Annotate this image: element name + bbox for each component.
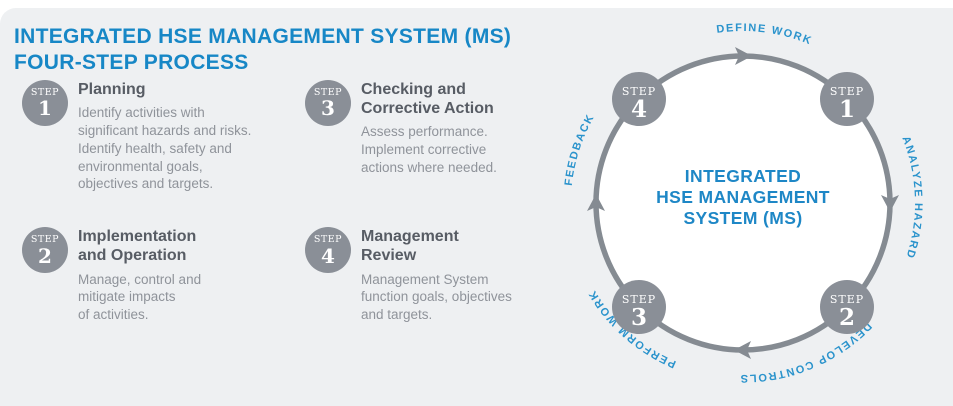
step-1-text: Planning Identify activities with signif… — [78, 80, 278, 193]
step-4-badge: STEP 4 — [305, 227, 351, 274]
step-1-body: Identify activities with significant haz… — [78, 105, 252, 192]
cycle-badge-label: STEP — [830, 293, 864, 306]
step-badge-number: 4 — [321, 243, 335, 268]
step-badge-label: STEP — [313, 86, 343, 98]
arrow-right-icon — [881, 195, 899, 212]
cycle-step-1-badge: STEP 1 — [820, 72, 874, 126]
step-2-text: Implementation and Operation Manage, con… — [78, 227, 278, 324]
step-4-heading: Management Review — [361, 228, 459, 265]
cycle-badge-number: 4 — [631, 96, 647, 123]
step-3-text: Checking and Corrective Action Assess pe… — [361, 80, 561, 177]
cycle-badge-number: 3 — [631, 304, 647, 331]
cycle-step-3-badge: STEP 3 — [612, 280, 666, 334]
ring-label-analyze-hazard: ANALYZE HAZARD — [899, 135, 924, 261]
step-1-heading: Planning — [78, 81, 146, 98]
ring-label-feedback: FEEDBACK — [563, 112, 597, 187]
step-block-2: STEP 2 Implementation and Operation Mana… — [22, 227, 305, 324]
cycle-badge-label: STEP — [830, 85, 864, 98]
cycle-center-caption: INTEGRATED HSE MANAGEMENT SYSTEM (MS) — [656, 166, 830, 228]
step-3-body: Assess performance. Implement corrective… — [361, 124, 497, 175]
arrow-bottom-icon — [734, 341, 751, 359]
cycle-badge-label: STEP — [622, 85, 656, 98]
step-2-badge: STEP 2 — [22, 227, 68, 274]
step-2-body: Manage, control and mitigate impacts of … — [78, 271, 202, 323]
steps-list: STEP 1 Planning Identify activities with… — [22, 80, 562, 324]
center-caption-line2: HSE MANAGEMENT — [656, 187, 830, 207]
step-3-badge: STEP 3 — [305, 80, 351, 126]
step-badge-number: 1 — [38, 96, 52, 121]
page-title: INTEGRATED HSE MANAGEMENT SYSTEM (MS) FO… — [14, 25, 512, 74]
cycle-step-4-badge: STEP 4 — [612, 72, 666, 126]
cycle-diagram: FEEDBACK DEFINE WORK ANALYZE HAZARD DEVE… — [563, 22, 924, 384]
step-4-body: Management System function goals, object… — [361, 271, 512, 323]
step-block-3: STEP 3 Checking and Corrective Action As… — [305, 80, 588, 193]
step-badge-number: 2 — [38, 243, 52, 268]
step-1-badge: STEP 1 — [22, 80, 68, 126]
step-4-text: Management Review Management System func… — [361, 227, 561, 324]
step-badge-label: STEP — [30, 86, 60, 98]
step-block-1: STEP 1 Planning Identify activities with… — [22, 80, 305, 193]
ring-label-define-work: DEFINE WORK — [716, 22, 814, 48]
step-3-heading: Checking and Corrective Action — [361, 81, 494, 118]
step-block-4: STEP 4 Management Review Management Syst… — [305, 227, 588, 324]
step-2-heading: Implementation and Operation — [78, 228, 197, 265]
cycle-badge-number: 1 — [839, 96, 855, 123]
cycle-badge-label: STEP — [622, 293, 656, 306]
step-badge-number: 3 — [321, 96, 335, 121]
step-badge-label: STEP — [30, 234, 60, 245]
cycle-badge-number: 2 — [839, 304, 855, 331]
arrow-left-icon — [587, 194, 605, 211]
step-badge-label: STEP — [313, 234, 343, 245]
cycle-step-2-badge: STEP 2 — [820, 280, 874, 334]
center-caption-line3: SYSTEM (MS) — [683, 208, 802, 228]
arrow-top-icon — [735, 47, 752, 65]
center-caption-line1: INTEGRATED — [685, 166, 801, 186]
